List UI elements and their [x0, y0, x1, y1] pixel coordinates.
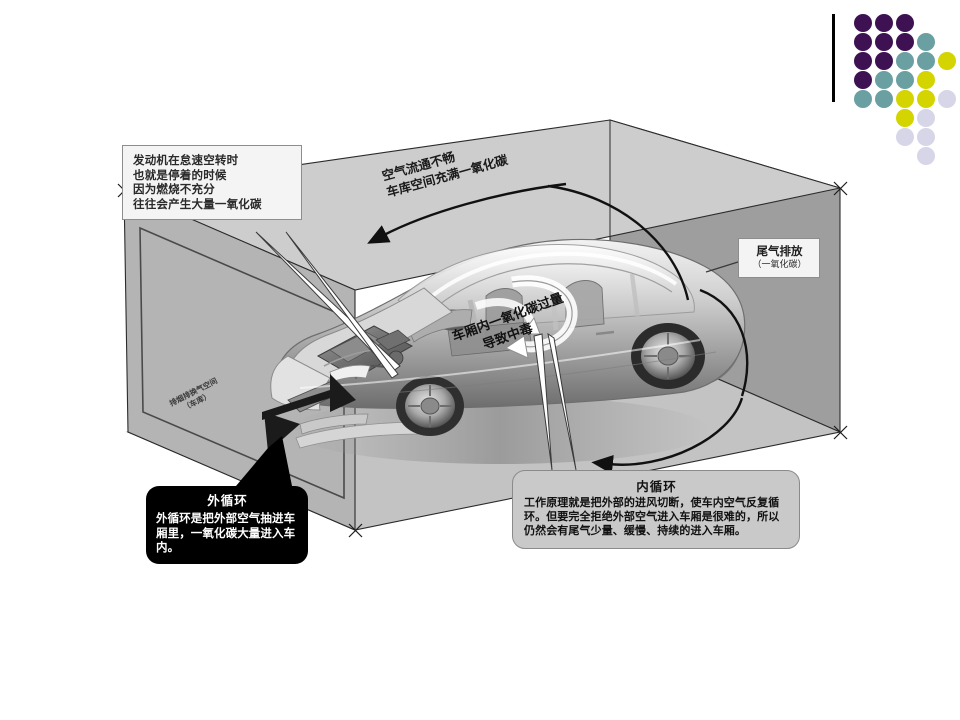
engine-note-line-1: 发动机在怠速空转时: [133, 153, 239, 167]
motif-dot-lavender: [917, 128, 935, 146]
motif-dot-teal: [917, 52, 935, 70]
motif-dot-lavender: [938, 90, 956, 108]
leader-lines: [255, 231, 739, 471]
motif-dot-yellow: [896, 90, 914, 108]
motif-dot-teal: [896, 52, 914, 70]
inner-circulation-title: 内循环: [636, 479, 677, 494]
inner-circulation-body: 工作原理就是把外部的进风切断，使车内空气反复循环。但要完全拒绝外部空气进入车厢是…: [524, 496, 780, 538]
motif-dot-purple: [896, 14, 914, 32]
motif-dot-purple: [854, 52, 872, 70]
motif-vertical-bar: [832, 14, 835, 102]
motif-dot-teal: [896, 71, 914, 89]
motif-dot-purple: [854, 14, 872, 32]
motif-dot-purple: [875, 52, 893, 70]
inner-circulation-callout: 内循环 工作原理就是把外部的进风切断，使车内空气反复循环。但要完全拒绝外部空气进…: [512, 470, 800, 549]
motif-dot-yellow: [896, 109, 914, 127]
exhaust-emission-label: 尾气排放 （一氧化碳）: [738, 238, 820, 278]
motif-dot-purple: [854, 33, 872, 51]
motif-dot-purple: [854, 71, 872, 89]
airflow-arrows: [367, 182, 749, 475]
engine-note-line-3: 因为燃烧不充分: [133, 182, 215, 197]
outer-circulation-arrow: [236, 374, 356, 486]
motif-dot-teal: [875, 71, 893, 89]
engine-idling-note: 发动机在怠速空转时 也就是停着的时候 因为燃烧不充分 往往会产生大量一氧化碳: [122, 145, 302, 221]
outer-circulation-callout: 外循环 外循环是把外部空气抽进车厢里，一氧化碳大量进入车内。: [146, 486, 308, 564]
motif-dot-lavender: [896, 128, 914, 146]
motif-dot-yellow: [938, 52, 956, 70]
motif-dot-teal: [917, 33, 935, 51]
rear-wheel: [631, 323, 705, 389]
motif-dot-yellow: [917, 90, 935, 108]
engine-note-line-2: 也就是停着的时候: [133, 167, 227, 182]
motif-dot-purple: [896, 33, 914, 51]
motif-dot-teal: [875, 90, 893, 108]
motif-dot-yellow: [917, 71, 935, 89]
motif-dot-lavender: [917, 147, 935, 165]
exhaust-label-subtitle: （一氧化碳）: [752, 260, 807, 270]
exhaust-label-title: 尾气排放: [756, 244, 803, 258]
outer-circulation-title: 外循环: [207, 493, 248, 508]
motif-dot-purple: [875, 33, 893, 51]
outer-circulation-body: 外循环是把外部空气抽进车厢里，一氧化碳大量进入车内。: [156, 511, 296, 555]
motif-dot-lavender: [917, 109, 935, 127]
front-wheel: [396, 376, 464, 436]
engine-note-line-4: 往往会产生大量一氧化碳: [133, 196, 262, 211]
decorative-dot-grid: [828, 8, 956, 165]
motif-dot-purple: [875, 14, 893, 32]
motif-dot-teal: [854, 90, 872, 108]
